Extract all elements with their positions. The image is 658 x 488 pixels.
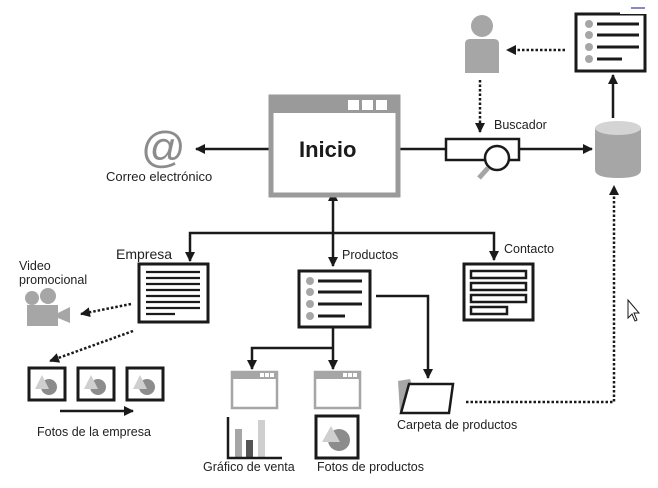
carpeta-label: Carpeta de productos (397, 418, 518, 432)
productos-label: Productos (342, 248, 399, 262)
window-button-icon (376, 100, 387, 110)
photo-icon[interactable] (125, 366, 165, 402)
edge-productos-grafico (247, 346, 333, 370)
edge-bus-empresa (185, 231, 333, 262)
grafico-window-icon[interactable] (230, 370, 279, 410)
magnifier-handle (477, 166, 490, 180)
empresa-label: Empresa (116, 246, 173, 262)
video-label-line1: Video (19, 259, 51, 273)
photo-icon[interactable] (76, 366, 116, 402)
photo-icon[interactable] (27, 366, 67, 402)
folder-icon[interactable] (398, 379, 455, 415)
video-camera-icon[interactable] (25, 288, 70, 326)
chart-bar (246, 440, 253, 457)
contacto-form-icon[interactable] (462, 262, 535, 322)
chart-bar (235, 429, 242, 457)
database-icon (595, 121, 641, 178)
video-label-line2: promocional (19, 273, 88, 287)
window-button-icon (348, 100, 359, 110)
inicio-window[interactable] (268, 94, 401, 198)
edges (49, 45, 619, 416)
edge-productos-carpeta (376, 294, 433, 379)
photo-icon (314, 414, 360, 460)
mouse-cursor-icon (627, 298, 641, 322)
edge-empresa-video (80, 302, 132, 318)
contacto-label: Contacto (504, 242, 555, 256)
at-sign-icon: @ (141, 123, 186, 172)
buscador-label: Buscador (494, 118, 547, 132)
fotos-productos-label: Fotos de productos (317, 460, 425, 474)
results-document-icon (574, 7, 654, 73)
fotos-productos-window-icon[interactable] (313, 370, 362, 410)
fotos-empresa-group (27, 366, 165, 402)
inicio-label: Inicio (299, 137, 357, 162)
magnifier-icon (483, 144, 511, 172)
window-button-icon (362, 100, 373, 110)
grafico-label: Gráfico de venta (203, 460, 295, 474)
correo-label: Correo electrónico (106, 169, 213, 184)
user-icon (465, 15, 499, 73)
chart-bar (258, 420, 265, 457)
productos-document-icon[interactable] (297, 269, 372, 329)
fotos-empresa-label: Fotos de la empresa (37, 425, 151, 439)
edge-empresa-fotos (49, 329, 134, 363)
edge-bus-contacto (333, 231, 499, 261)
empresa-document-icon[interactable] (137, 262, 210, 324)
bar-chart-icon (226, 417, 282, 460)
search-box-icon[interactable] (444, 137, 521, 180)
